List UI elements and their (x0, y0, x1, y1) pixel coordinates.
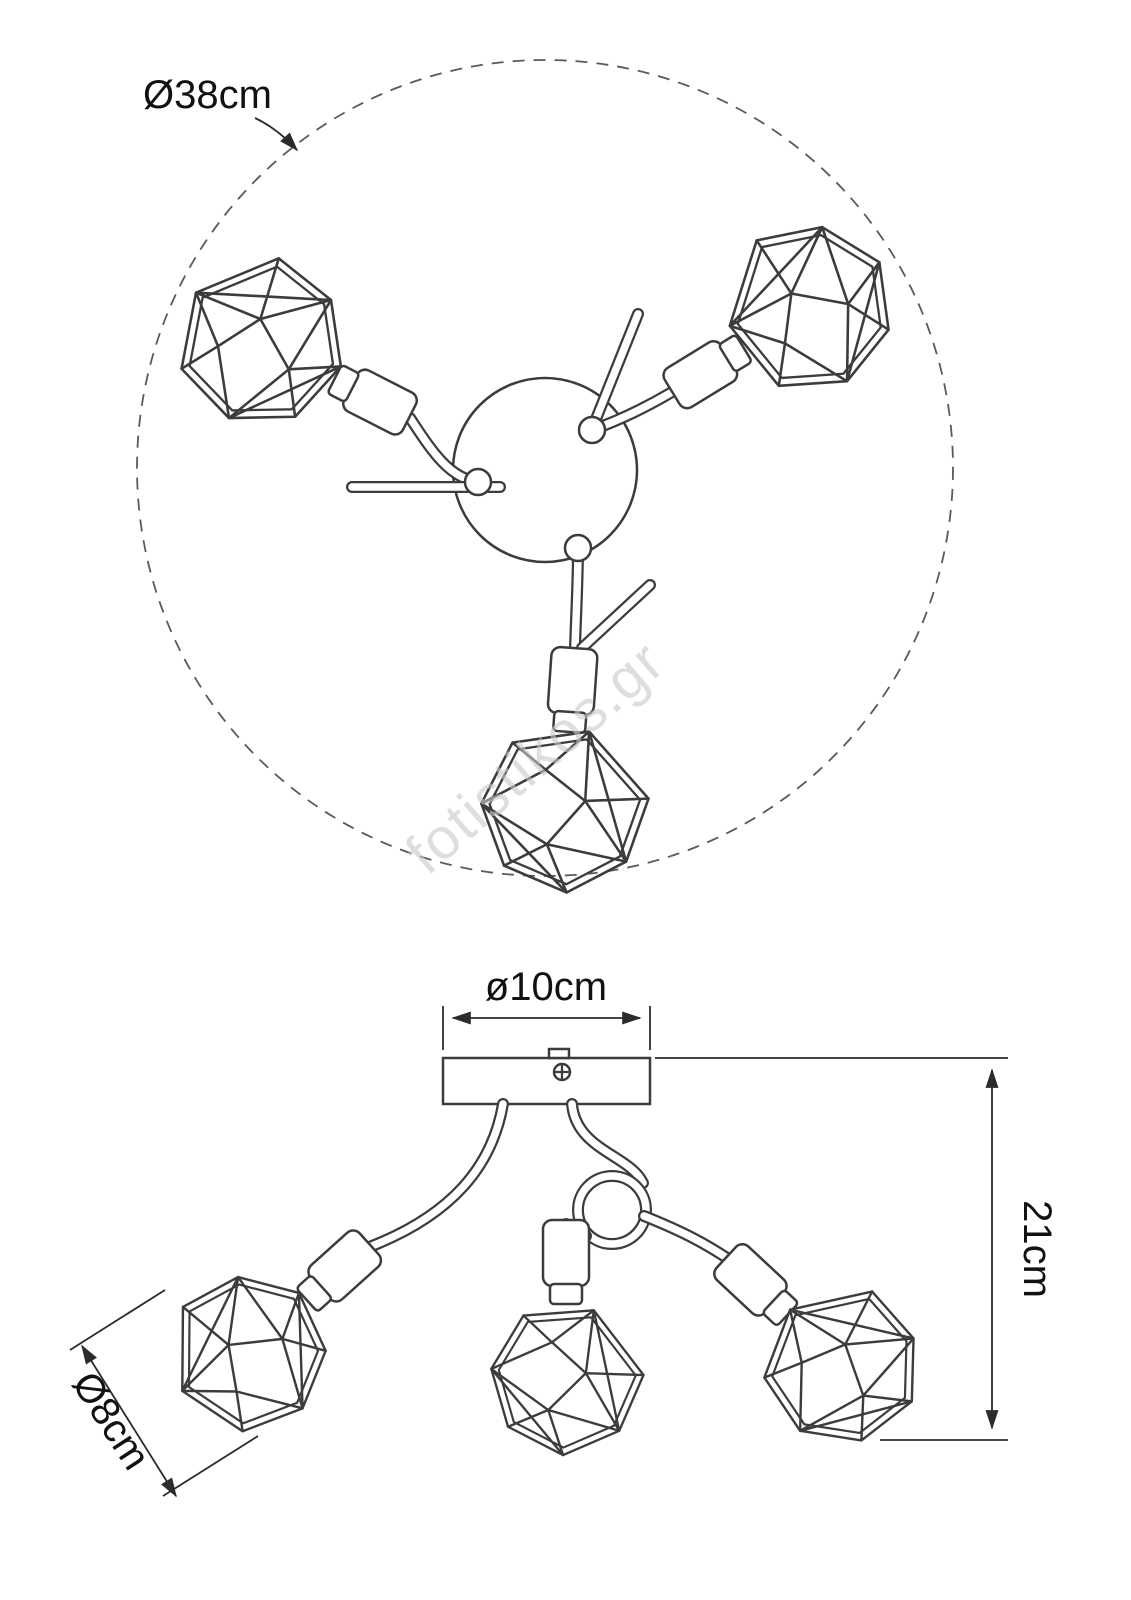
cage-shade (477, 1293, 655, 1468)
ceiling-canopy (441, 1056, 652, 1106)
cage-shade (152, 231, 373, 453)
shade-diameter-label: Ø8cm (63, 1364, 158, 1477)
rod-mount (463, 467, 493, 497)
side-view: ø10cm 21cm Ø8cm (63, 965, 1059, 1498)
shade-diameter-dimension-line (81, 1344, 177, 1498)
top-view: Ø38cm (136, 59, 954, 902)
extension-line (69, 1289, 166, 1351)
watermark-text: fotistikos.gr (393, 628, 677, 887)
arm-rods-side (372, 1104, 730, 1260)
screw-icon (552, 1062, 572, 1082)
cage-shade (700, 196, 921, 418)
canopy-diameter-label: ø10cm (485, 965, 607, 1009)
height-label: 21cm (1015, 1200, 1059, 1298)
lamp-socket (541, 1218, 591, 1306)
rod-mount (563, 533, 593, 563)
canopy-tab (547, 1047, 571, 1060)
overall-diameter-label: Ø38cm (143, 73, 272, 117)
rod-loop (574, 1172, 650, 1248)
rod-mount (577, 415, 607, 445)
overall-diameter-leader-arrow (254, 117, 299, 152)
extension-line (162, 1435, 259, 1497)
